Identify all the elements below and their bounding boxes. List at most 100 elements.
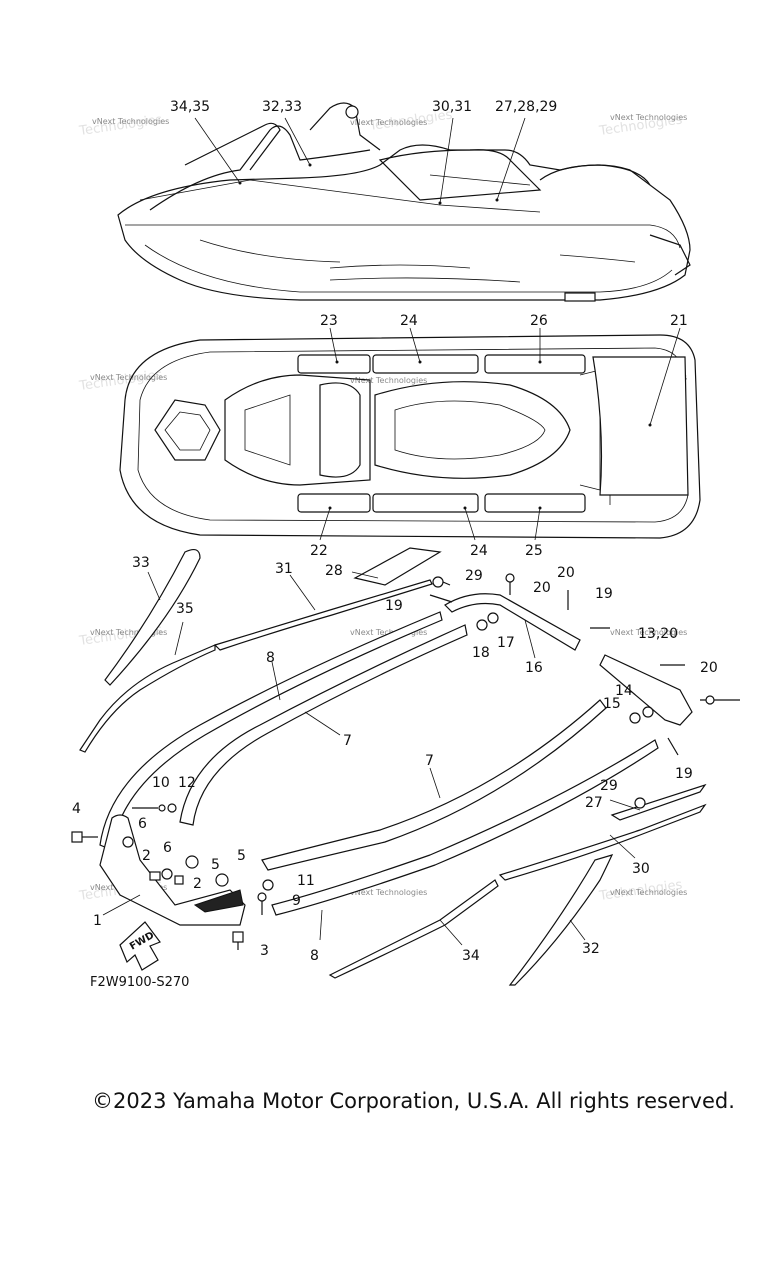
mat-24-bottom (372, 493, 479, 513)
part-3-screw (232, 931, 244, 943)
callout-label: 34 (462, 948, 480, 964)
top-view-watercraft: 23 24 26 21 22 24 25 (119, 313, 701, 559)
callout-label: 35 (176, 601, 194, 617)
watermark: vNext Technologies (92, 117, 169, 126)
callout-label: 29 (600, 778, 618, 794)
callout-label: 4 (72, 801, 81, 817)
part-30-strip (498, 803, 707, 881)
part-11-washer (262, 879, 274, 891)
callout-label: 7 (425, 753, 434, 769)
part-6-washer (122, 836, 134, 848)
callout-label: 19 (385, 598, 403, 614)
part-35-strip (79, 644, 216, 753)
callout-label: 20 (700, 660, 718, 676)
part-18-grommet (476, 619, 488, 631)
mat-26 (484, 354, 586, 374)
watermark: vNext Technologies (90, 373, 167, 382)
callout-label: 28 (325, 563, 343, 579)
callout-label: 29 (465, 568, 483, 584)
callout-label: 2 (142, 848, 151, 864)
part-4-bolt (71, 831, 83, 843)
part-6-washer-2 (161, 868, 173, 880)
part-19-rivet-3 (667, 737, 679, 756)
part-2-nut (149, 871, 161, 881)
part-29-screw (432, 576, 444, 588)
mat-25 (484, 493, 586, 513)
callout-label: 31 (275, 561, 293, 577)
callout-label: 30,31 (432, 99, 472, 115)
callout-label: 18 (472, 645, 490, 661)
fwd-arrow: FWD (119, 921, 161, 971)
callout-label: 17 (497, 635, 515, 651)
watermark: vNext Technologies (350, 888, 427, 897)
part-28-trim (353, 547, 442, 586)
callout-label: 21 (670, 313, 688, 329)
part-1-bow (99, 814, 246, 926)
fasteners (71, 573, 740, 950)
callout-label: 5 (211, 857, 220, 873)
part-33-trim (104, 548, 201, 686)
side-view-watercraft: 34,35 32,33 30,31 27,28,29 (117, 99, 691, 302)
callout-label: 8 (266, 650, 275, 666)
callout-label: 16 (525, 660, 543, 676)
callout-label: 10 (152, 775, 170, 791)
part-5-grommet-2 (215, 873, 229, 887)
part-8-lower (271, 739, 659, 916)
callout-label: 5 (237, 848, 246, 864)
part-27-strip (610, 783, 707, 821)
callout-label: 12 (178, 775, 196, 791)
callout-label: 32 (582, 941, 600, 957)
callout-label: 27 (585, 795, 603, 811)
callout-label: 30 (632, 861, 650, 877)
callout-label: 14 (615, 683, 633, 699)
part-16-trim (444, 593, 581, 651)
callout-label: 20 (533, 580, 551, 596)
watermark: vNext Technologies (610, 628, 687, 637)
callout-label: 23 (320, 313, 338, 329)
part-8-upper (99, 611, 443, 851)
callout-label: 13,20 (638, 626, 678, 642)
callout-label: 22 (310, 543, 328, 559)
callout-label: 20 (557, 565, 575, 581)
exploded-parts: FWD (71, 547, 740, 986)
callout-label: 33 (132, 555, 150, 571)
part-13-trim (599, 654, 693, 726)
copyright-notice: ©2023 Yamaha Motor Corporation, U.S.A. A… (92, 1089, 735, 1113)
part-14-nut (642, 706, 654, 718)
watermark: vNext Technologies (350, 628, 427, 637)
callout-label: 11 (297, 873, 315, 889)
watermark: vNext Technologies (350, 376, 427, 385)
callout-label: 3 (260, 943, 269, 959)
mat-22 (297, 493, 371, 513)
part-17-grommet (487, 612, 499, 624)
callout-label: 6 (163, 840, 172, 856)
callout-label: 34,35 (170, 99, 210, 115)
mat-23 (297, 354, 371, 374)
part-2-nut-2 (174, 875, 184, 885)
part-29-screw-2 (634, 797, 646, 809)
part-32-trim (508, 854, 614, 986)
part-15-washer (629, 712, 641, 724)
callout-label: 8 (310, 948, 319, 964)
callout-label: 7 (343, 733, 352, 749)
callout-label: 19 (675, 766, 693, 782)
callout-label: 25 (525, 543, 543, 559)
callout-label: 24 (400, 313, 418, 329)
watermark: vNext Technologies (350, 118, 427, 127)
part-19-rivet (429, 594, 453, 603)
mat-21 (592, 356, 689, 496)
watermark: vNext Technologies (610, 888, 687, 897)
callout-label: 32,33 (262, 99, 302, 115)
callout-label: 26 (530, 313, 548, 329)
mat-24-top (372, 354, 479, 374)
figure-code: F2W9100-S270 (90, 975, 189, 990)
callout-label: 9 (292, 893, 301, 909)
part-7-lower (261, 699, 607, 871)
callout-label: 1 (93, 913, 102, 929)
part-34-strip (328, 879, 499, 979)
watermark: vNext Technologies (610, 113, 687, 122)
callout-label: 19 (595, 586, 613, 602)
watermark: vNext Technologies (90, 628, 167, 637)
part-12-washer (167, 803, 177, 813)
